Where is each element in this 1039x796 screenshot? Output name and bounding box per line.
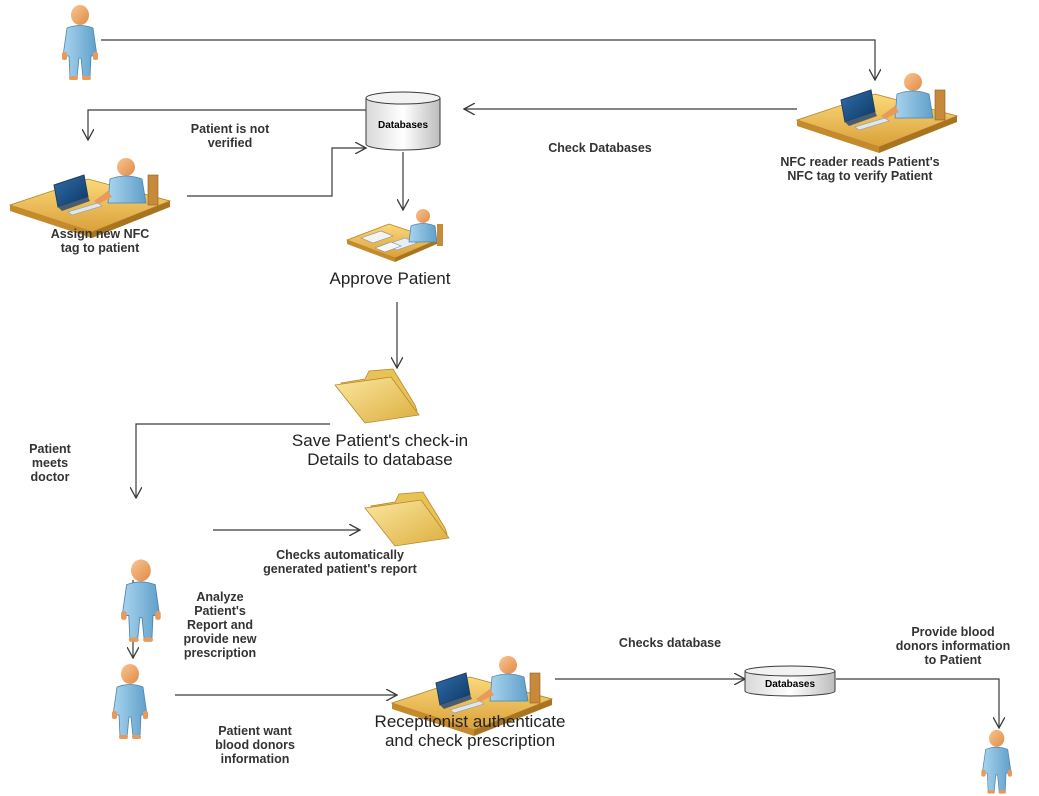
label-patient-meets-doctor: Patient meets doctor	[29, 442, 71, 484]
nfc-reader-workstation-icon	[796, 72, 958, 154]
connector-databases-to-patient	[836, 678, 999, 728]
label-checks-database: Checks database	[618, 636, 722, 650]
label-analyze-report: Analyze Patient's Report and provide new…	[183, 590, 257, 660]
label-provide-blood: Provide blood donors information to Pati…	[895, 625, 1011, 667]
save-checkin-folder-icon	[334, 368, 420, 424]
patient-icon-middle	[111, 663, 149, 740]
label-approve-patient: Approve Patient	[329, 269, 451, 288]
connector-patient-to-nfc-reader	[101, 39, 875, 80]
label-check-databases: Check Databases	[548, 141, 652, 155]
patient-report-folder-icon	[364, 491, 450, 547]
label-receptionist: Receptionist authenticate and check pres…	[374, 712, 566, 750]
label-patient-want-blood: Patient want blood donors information	[215, 724, 295, 766]
connector-databases-to-assign	[88, 109, 366, 140]
connector-assign-to-databases	[187, 148, 366, 197]
label-nfc-reader: NFC reader reads Patient's NFC tag to ve…	[780, 155, 940, 183]
label-patient-not-verified: Patient is not verified	[190, 122, 270, 150]
label-checks-report: Checks automatically generated patient's…	[263, 548, 417, 576]
doctor-icon	[120, 558, 162, 643]
connector-save-to-doctor	[136, 423, 330, 498]
patient-icon-start	[61, 4, 99, 81]
assign-nfc-workstation-icon	[9, 157, 171, 239]
databases-cylinder-bottom: Databases	[744, 665, 836, 697]
databases-cylinder-top: Databases	[365, 91, 441, 151]
databases-label-bottom: Databases	[765, 679, 815, 690]
databases-label-top: Databases	[378, 120, 428, 131]
label-save-checkin: Save Patient's check-in Details to datab…	[291, 431, 469, 469]
patient-icon-end	[980, 729, 1013, 795]
approve-patient-desk-icon	[345, 209, 443, 262]
label-assign-nfc: Assign new NFC tag to patient	[50, 227, 150, 255]
